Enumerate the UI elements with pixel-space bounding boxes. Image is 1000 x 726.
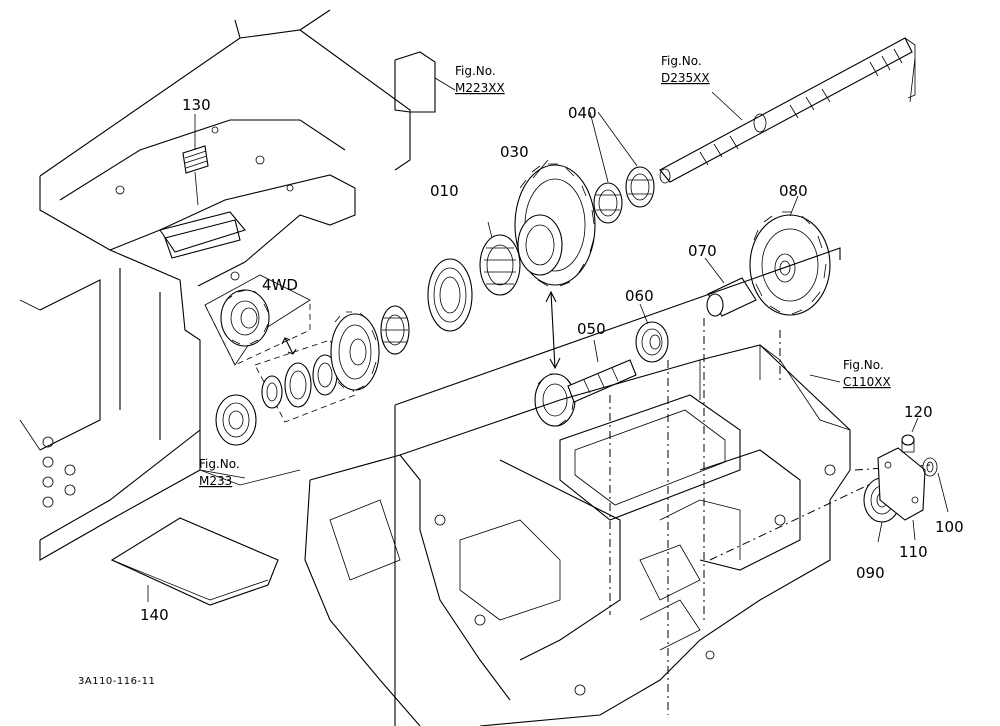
part-label-030: 030 (500, 143, 529, 161)
part-label-120: 120 (904, 403, 933, 421)
tag-4wd: 4WD (262, 276, 298, 294)
frame-housing (19, 9, 436, 561)
part-040-bearings (589, 111, 655, 224)
part-label-090: 090 (856, 564, 885, 582)
right-small-parts (863, 417, 949, 543)
part-030-gear (514, 159, 596, 287)
engage-arrow (545, 290, 561, 370)
ref-leader-lines (199, 77, 841, 479)
part-130-label-plate (182, 114, 209, 206)
drawing-reference-number: 3A110-116-11 (78, 676, 155, 687)
part-080-gear (749, 195, 831, 316)
fig-ref-code-m233: M233 (199, 474, 232, 488)
fig-ref-code-c110: C110XX (843, 375, 891, 389)
part-label-130: 130 (182, 96, 211, 114)
part-140-sheet (110, 517, 279, 606)
fig-ref-title-c110: Fig.No. (843, 358, 884, 372)
transmission-case (304, 247, 851, 726)
main-shaft (659, 37, 916, 184)
fig-ref-code-m223: M223XX (455, 81, 505, 95)
part-060-bearing (635, 303, 669, 363)
fig-ref-title-m233: Fig.No. (199, 457, 240, 471)
fig-ref-title-d235: Fig.No. (661, 54, 702, 68)
part-label-060: 060 (625, 287, 654, 305)
fig-ref-code-d235: D235XX (661, 71, 710, 85)
part-070-sleeve (704, 257, 757, 317)
part-label-080: 080 (779, 182, 808, 200)
part-label-040: 040 (568, 104, 597, 122)
part-label-110: 110 (899, 543, 928, 561)
fig-ref-title-m223: Fig.No. (455, 64, 496, 78)
part-label-140: 140 (140, 606, 169, 624)
part-label-100: 100 (935, 518, 964, 536)
part-label-010: 010 (430, 182, 459, 200)
gear-cluster-4wd (204, 258, 473, 446)
part-010-bearing (479, 221, 521, 296)
part-050-pinion-shaft (534, 339, 637, 427)
part-label-070: 070 (688, 242, 717, 260)
part-label-050: 050 (577, 320, 606, 338)
